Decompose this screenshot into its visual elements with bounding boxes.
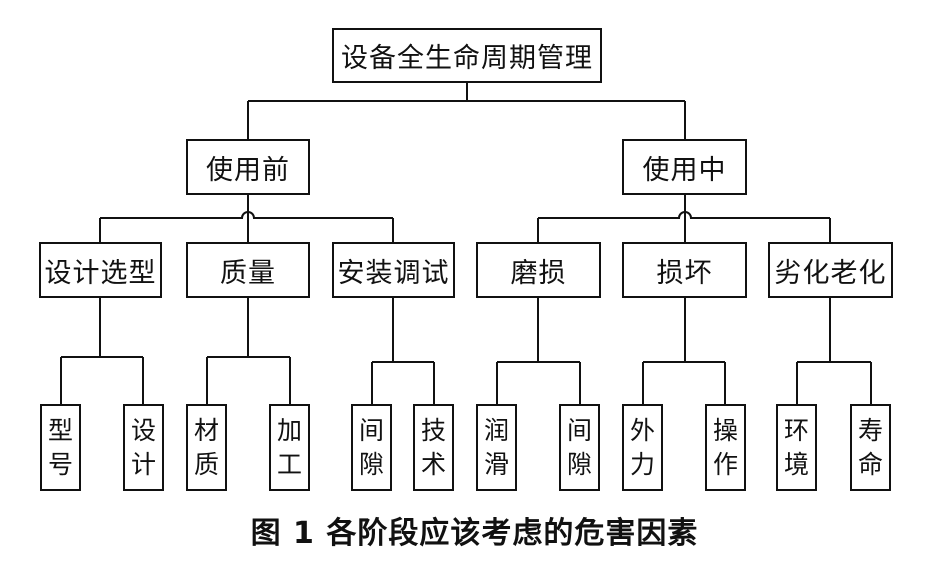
root-node: 设备全生命周期管理 [332, 28, 602, 83]
leaf-node: 寿命 [850, 404, 891, 491]
leaf-node-label: 加工 [276, 415, 302, 479]
factor-node: 损坏 [622, 242, 747, 298]
phase-node-label: 使用前 [206, 154, 290, 186]
factor-node: 劣化老化 [768, 242, 893, 298]
factor-node: 设计选型 [39, 242, 162, 298]
factor-node: 安装调试 [332, 242, 455, 298]
factor-node-label: 磨损 [510, 257, 567, 289]
leaf-node: 润滑 [476, 404, 517, 491]
factor-node-label: 损坏 [656, 257, 713, 289]
connector-line [100, 211, 393, 219]
leaf-node-label: 设计 [130, 415, 156, 479]
factor-node-label: 劣化老化 [774, 257, 887, 289]
phase-node-during-use: 使用中 [622, 139, 747, 195]
factor-node-label: 设计选型 [44, 257, 157, 289]
leaf-node: 设计 [123, 404, 164, 491]
leaf-node: 外力 [622, 404, 663, 491]
leaf-node: 间隙 [351, 404, 392, 491]
leaf-node-label: 润滑 [483, 415, 509, 479]
leaf-node-label: 环境 [783, 415, 809, 479]
leaf-node: 操作 [705, 404, 746, 491]
phase-node-before-use: 使用前 [186, 139, 310, 195]
factor-node-label: 安装调试 [337, 257, 450, 289]
leaf-node: 环境 [776, 404, 817, 491]
figure-caption: 图 1 各阶段应该考虑的危害因素 [250, 516, 699, 551]
leaf-node-label: 技术 [420, 415, 446, 479]
leaf-node: 技术 [413, 404, 454, 491]
root-node-label: 设备全生命周期管理 [341, 43, 593, 74]
leaf-node: 材质 [186, 404, 227, 491]
factor-node-label: 质量 [220, 257, 276, 289]
leaf-node-label: 材质 [193, 415, 219, 479]
leaf-node-label: 操作 [712, 415, 738, 479]
leaf-node: 间隙 [559, 404, 600, 491]
factor-node: 质量 [186, 242, 310, 298]
phase-node-label: 使用中 [642, 154, 727, 186]
leaf-node: 型号 [40, 404, 81, 491]
leaf-node-label: 寿命 [857, 415, 883, 479]
leaf-node-label: 间隙 [358, 415, 384, 479]
factor-node: 磨损 [476, 242, 601, 298]
leaf-node: 加工 [269, 404, 310, 491]
leaf-node-label: 间隙 [566, 415, 592, 479]
leaf-node-label: 型号 [47, 415, 73, 479]
leaf-node-label: 外力 [629, 415, 655, 479]
